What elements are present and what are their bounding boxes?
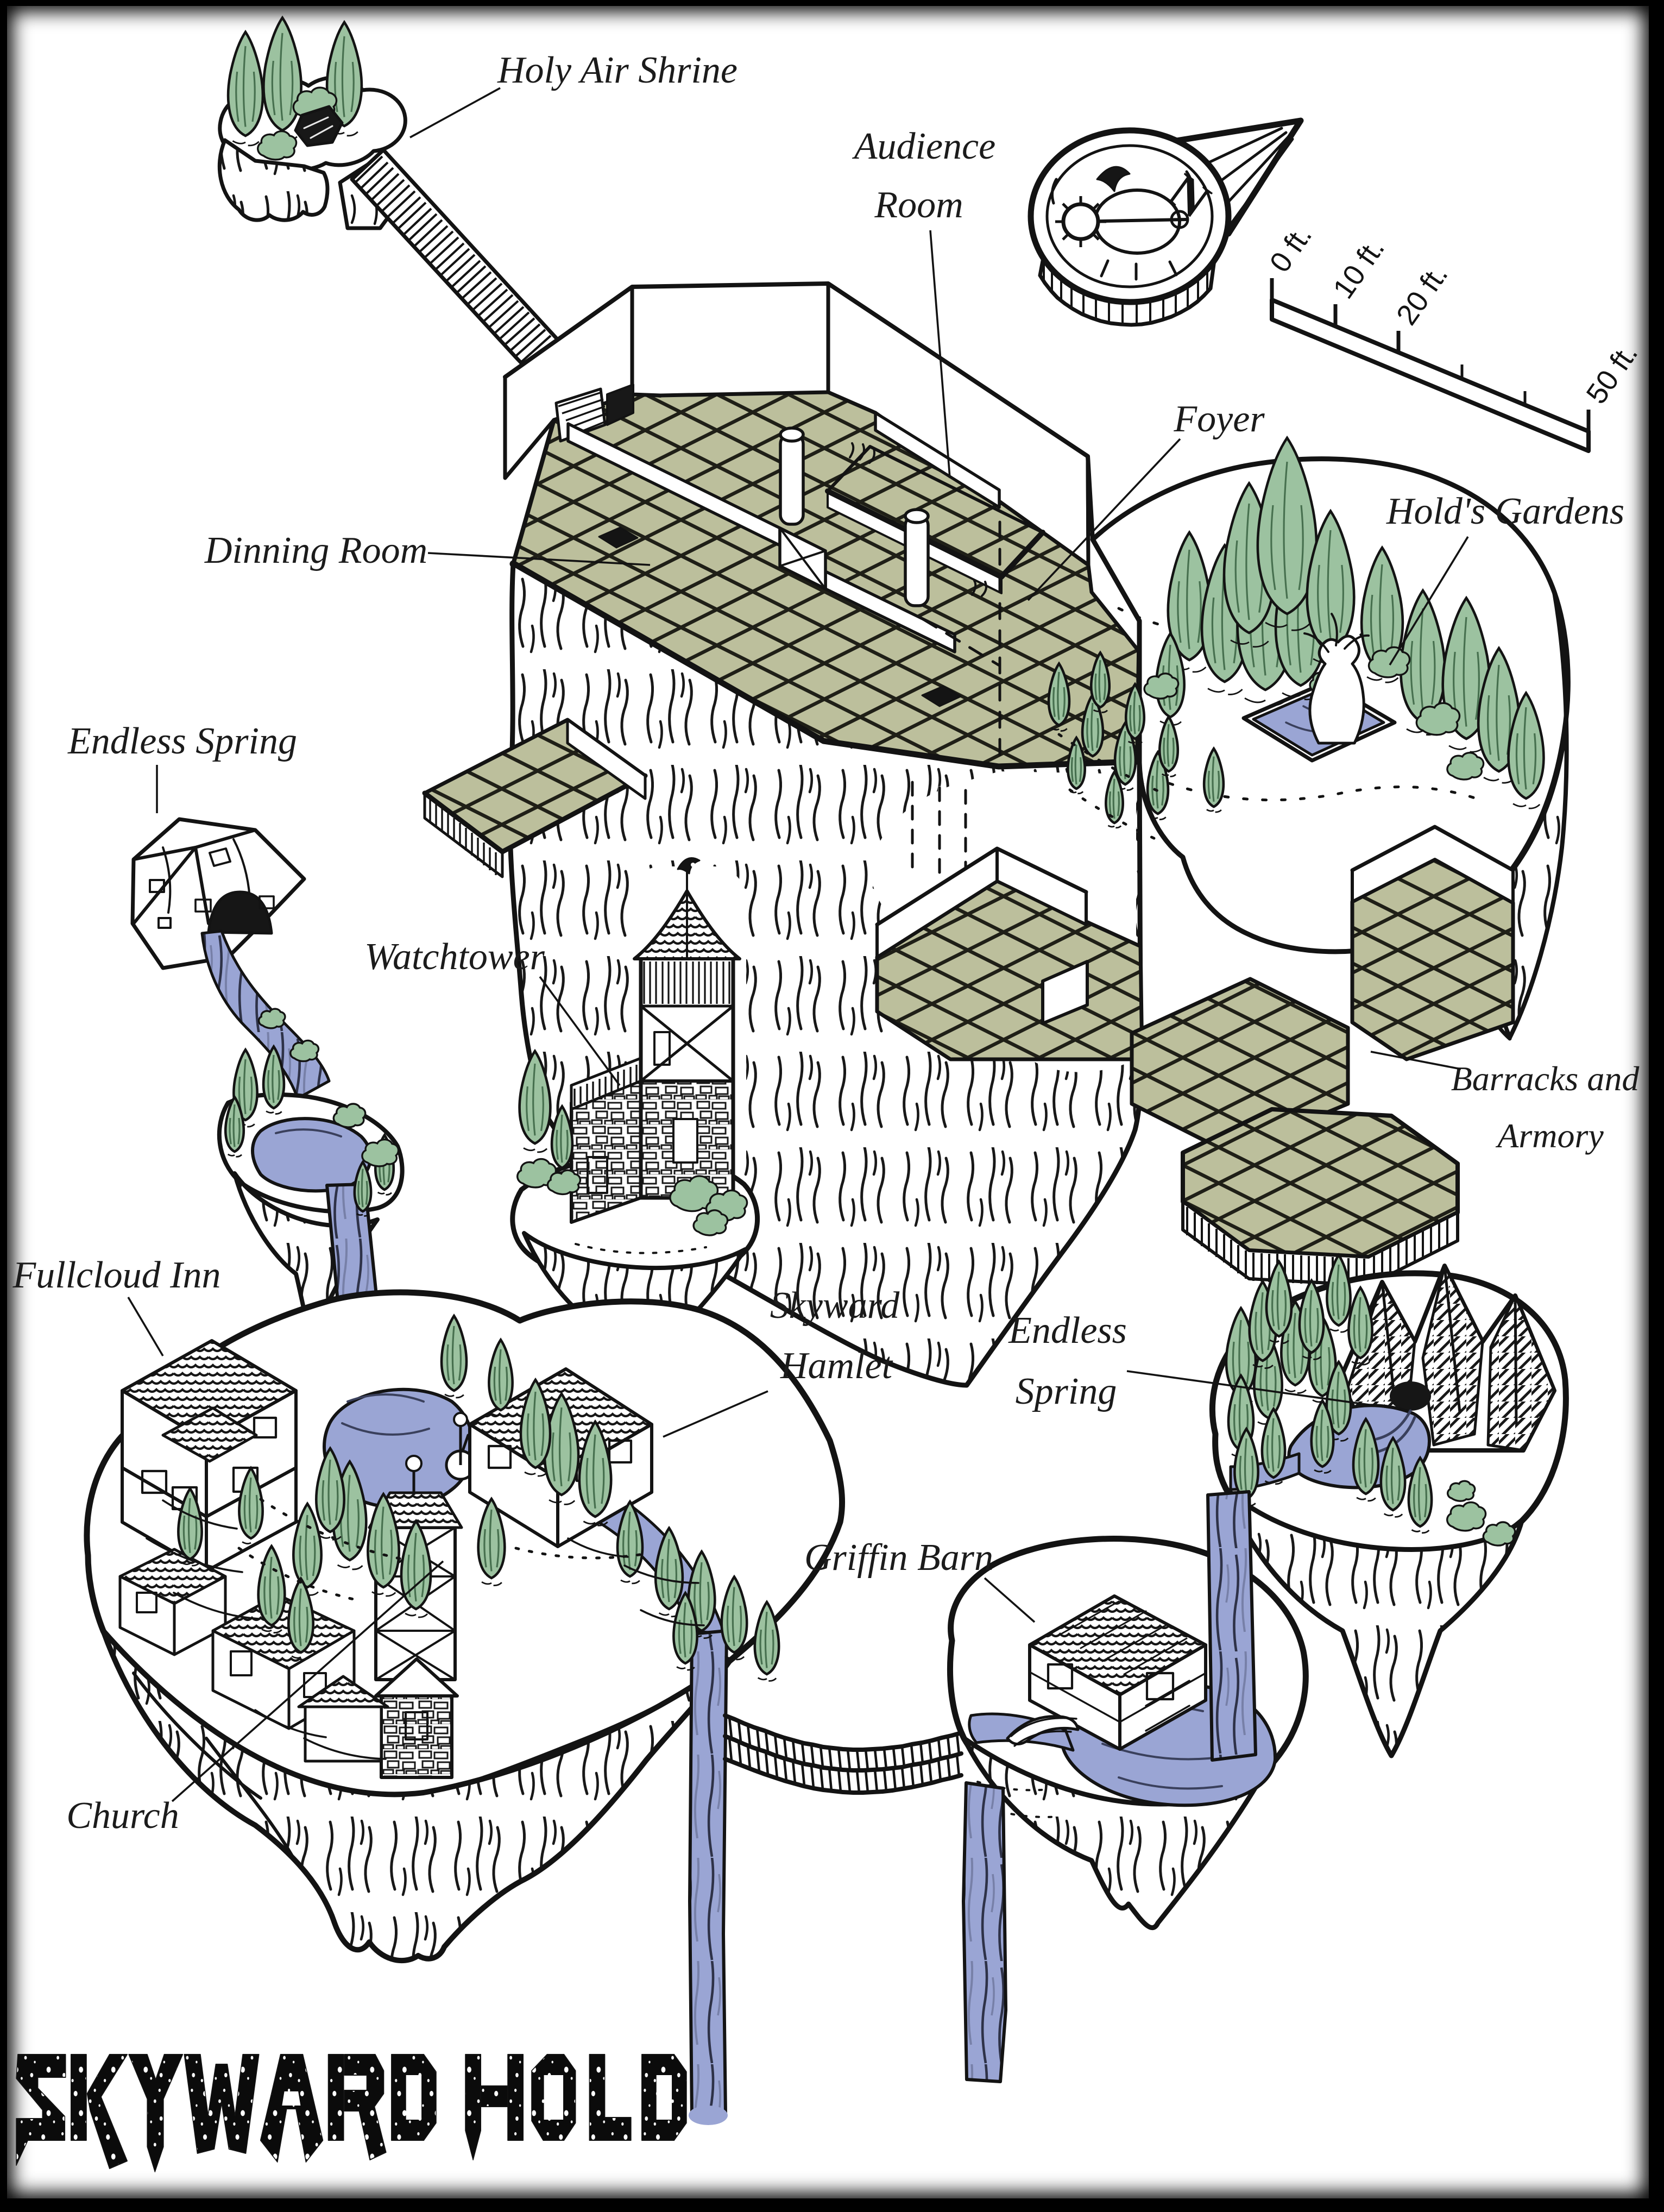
svg-text:Dinning Room: Dinning Room [204,530,427,571]
svg-text:50 ft.: 50 ft. [1580,338,1644,410]
svg-text:Audience: Audience [852,125,995,167]
svg-text:Griffin Barn: Griffin Barn [804,1537,993,1579]
svg-text:Fullcloud Inn: Fullcloud Inn [12,1254,221,1296]
svg-text:0 ft.: 0 ft. [1263,219,1318,278]
svg-text:Watchtower: Watchtower [364,936,545,978]
svg-text:20 ft.: 20 ft. [1390,259,1454,331]
svg-text:Room: Room [874,184,963,226]
svg-text:Armory: Armory [1495,1116,1604,1155]
svg-text:10 ft.: 10 ft. [1327,232,1391,305]
svg-text:Endless Spring: Endless Spring [67,720,297,762]
svg-text:Hamlet: Hamlet [780,1345,893,1387]
svg-text:Church: Church [66,1795,179,1837]
svg-text:Foyer: Foyer [1173,398,1265,440]
svg-text:Barracks and: Barracks and [1451,1059,1640,1098]
svg-text:Spring: Spring [1016,1371,1117,1412]
svg-text:Skyward: Skyward [770,1285,900,1327]
svg-text:Holy Air Shrine: Holy Air Shrine [497,49,738,91]
svg-text:Hold's Gardens: Hold's Gardens [1386,491,1624,532]
svg-text:Endless: Endless [1008,1310,1127,1352]
